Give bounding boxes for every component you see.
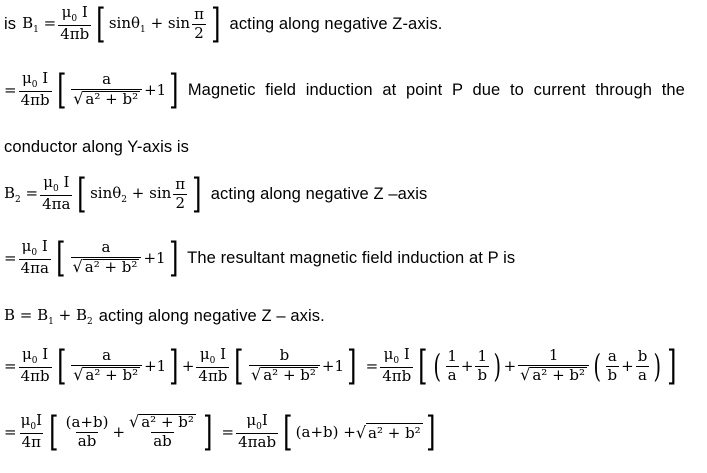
right-bracket: ] [203, 409, 213, 455]
plus-one: +1 [143, 249, 166, 267]
right-bracket: ] [169, 343, 179, 389]
right-bracket: ] [168, 235, 179, 281]
left-bracket: [ [56, 343, 67, 389]
mu-fraction: μ0 I 4πa [40, 172, 73, 214]
line-1-text: acting along negative Z-axis. [229, 14, 443, 33]
pi-over-two: π 2 [192, 4, 206, 42]
equation-line-2: = μ0 I 4πb [ a √a² + b² +1 ] Magnetic fi… [4, 67, 685, 113]
line-2-text: Magnetic field induction at point P due … [187, 80, 685, 99]
right-bracket: ] [211, 1, 221, 47]
one-over-root: 1 √a² + b² [518, 347, 590, 384]
equation-line-7: = μ0 I 4πb [ a √a² + b² +1 ] + μ0 I 4πb … [4, 343, 677, 389]
right-bracket: ] [425, 409, 436, 455]
mu-fraction: μ0I 4π [19, 410, 43, 452]
left-bracket: [ [234, 343, 244, 389]
a-over-root: a √a² + b² [71, 71, 143, 108]
mu-fraction: μ0 I 4πa [18, 236, 51, 278]
mu-fraction-3: μ0 I 4πb [380, 344, 414, 386]
line-5-text: The resultant magnetic field induction a… [187, 248, 516, 267]
left-bracket: [ [96, 1, 106, 47]
a-over-root: a √a² + b² [70, 239, 142, 276]
left-bracket: [ [56, 67, 67, 113]
equation-line-4: B2 = μ0 I 4πa [ sinθ2 + sin π 2 ] acting… [4, 174, 427, 214]
line-3-text: conductor along Y-axis is [4, 138, 190, 156]
sum-over-ab: (a+b)ab [65, 412, 109, 450]
root-over-ab: √a² + b² ab [129, 412, 196, 451]
mu-fraction: μ0 I 4πb [58, 2, 92, 44]
right-bracket: ] [347, 343, 357, 389]
right-paren: ) [493, 347, 502, 385]
mu-fraction-final: μ0I 4πab [236, 410, 279, 452]
right-bracket: ] [192, 171, 202, 217]
a-over-root: a √a² + b² [71, 347, 143, 384]
equation-line-8: = μ0I 4π [ (a+b)ab + √a² + b² ab ] = μ0I… [4, 409, 436, 455]
line-6-text: acting along negative Z – axis. [98, 307, 325, 325]
equation-line-5: = μ0 I 4πa [ a √a² + b² +1 ] The resulta… [4, 235, 516, 281]
right-paren: ) [653, 347, 662, 385]
final-root: √a² + b² [355, 422, 423, 442]
left-paren: ( [433, 347, 441, 385]
right-bracket: ] [666, 343, 677, 389]
equation-line-1: is B1 = μ0 I 4πb [ sinθ1 + sin π 2 ] act… [4, 4, 442, 44]
left-paren: ( [593, 347, 602, 385]
mu-fraction-2: μ0 I 4πb [196, 344, 230, 386]
mu-fraction: μ0 I 4πb [18, 68, 52, 110]
plus-one: +1 [321, 357, 345, 375]
left-bracket: [ [283, 409, 293, 455]
left-bracket: [ [49, 409, 59, 455]
right-bracket: ] [169, 67, 179, 113]
pi-over-two: π 2 [173, 174, 187, 212]
equation-line-3: conductor along Y-axis is [4, 138, 189, 157]
lead-text: is [4, 14, 17, 33]
b-over-root: b √a² + b² [249, 347, 320, 384]
left-bracket: [ [418, 343, 428, 389]
equation-line-6: B = B1 + B2 acting along negative Z – ax… [4, 306, 325, 327]
left-bracket: [ [77, 171, 87, 217]
mu-fraction-1: μ0 I 4πb [18, 344, 52, 386]
plus-one: +1 [144, 357, 167, 375]
b2-symbol: B2 = [4, 183, 39, 205]
b1-symbol: B1 = [22, 13, 57, 35]
sum-equation: B = B1 + B2 [4, 306, 93, 327]
sine-term: sinθ1 + sin [108, 13, 191, 35]
sum-term: (a+b) + [295, 423, 356, 441]
left-bracket: [ [56, 235, 66, 281]
plus-one: +1 [144, 81, 167, 99]
sine-term: sinθ2 + sin [90, 183, 172, 205]
line-4-text: acting along negative Z –axis [210, 184, 428, 203]
